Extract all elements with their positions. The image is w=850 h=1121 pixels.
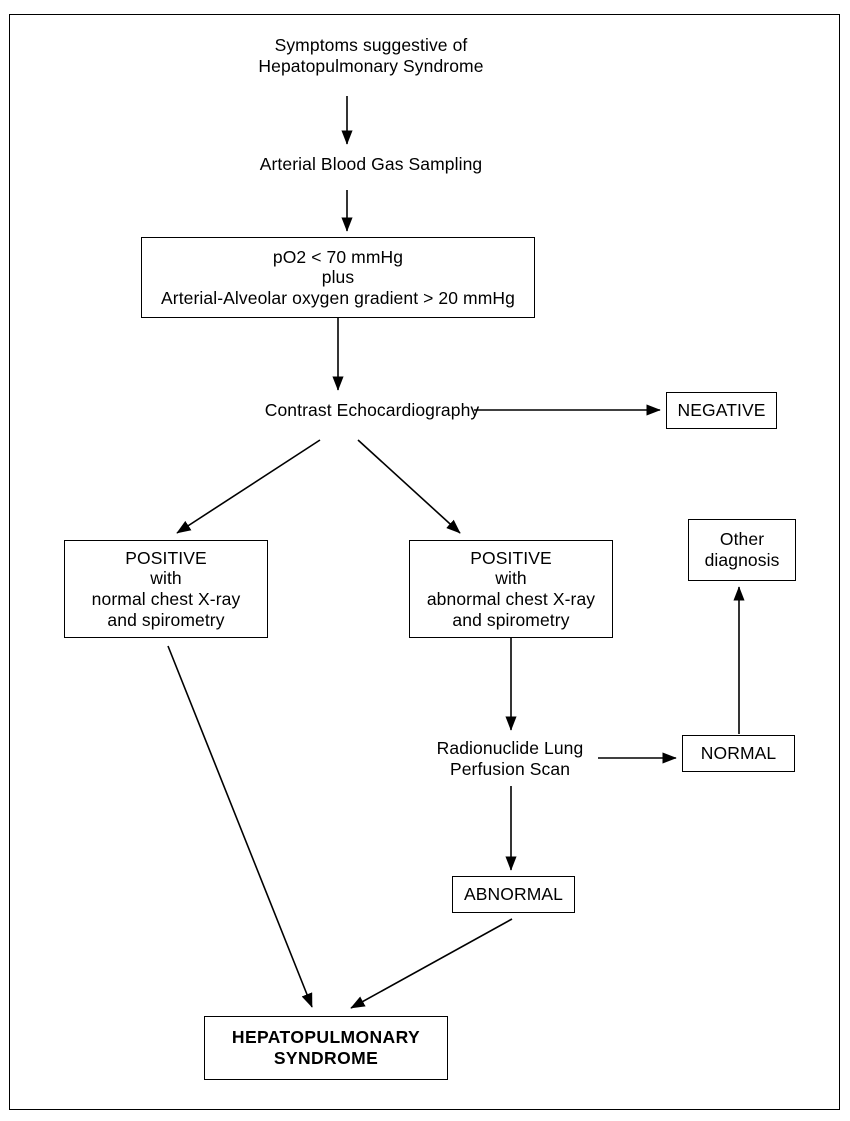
node-radionuclide-lung-perfusion-scan: Radionuclide Lung Perfusion Scan bbox=[436, 738, 584, 779]
node-positive-abnormal-xray: POSITIVE with abnormal chest X-ray and s… bbox=[409, 540, 613, 638]
node-hepatopulmonary-syndrome: HEPATOPULMONARY SYNDROME bbox=[204, 1016, 448, 1080]
node-oxygenation-criteria: pO2 < 70 mmHg plus Arterial-Alveolar oxy… bbox=[141, 237, 535, 318]
node-arterial-blood-gas-sampling: Arterial Blood Gas Sampling bbox=[259, 153, 483, 174]
node-contrast-echocardiography: Contrast Echocardiography bbox=[264, 399, 480, 420]
node-symptoms: Symptoms suggestive of Hepatopulmonary S… bbox=[258, 35, 484, 76]
edge-abnormal-to-hps bbox=[350, 918, 513, 1009]
edge-echo-to-positive-normal bbox=[176, 439, 321, 534]
node-abnormal: ABNORMAL bbox=[452, 876, 575, 913]
node-positive-normal-xray: POSITIVE with normal chest X-ray and spi… bbox=[64, 540, 268, 638]
edge-echo-to-positive-abnormal bbox=[357, 439, 461, 534]
edge-positive-normal-to-hps bbox=[167, 645, 313, 1008]
node-other-diagnosis: Other diagnosis bbox=[688, 519, 796, 581]
diagram-frame bbox=[9, 14, 840, 1110]
node-normal: NORMAL bbox=[682, 735, 795, 772]
node-negative: NEGATIVE bbox=[666, 392, 777, 429]
